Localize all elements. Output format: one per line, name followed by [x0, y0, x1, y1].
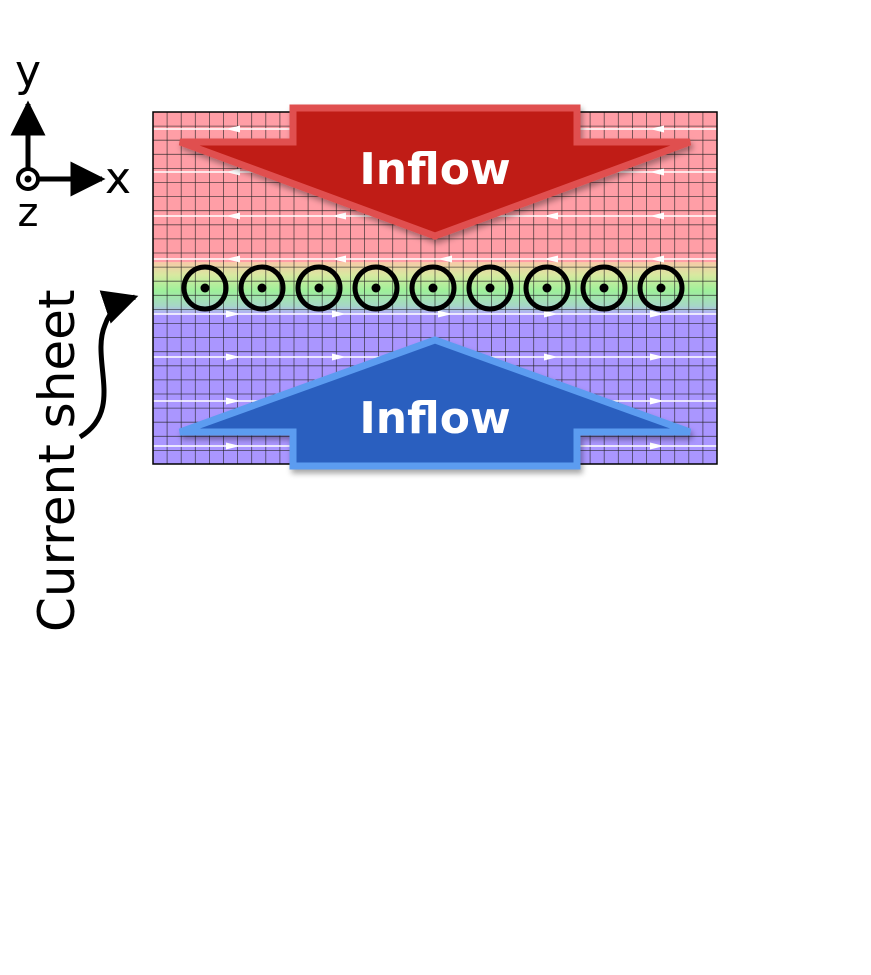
field-direction-arrowhead — [226, 353, 240, 361]
current-marker-ring — [466, 264, 514, 312]
current-out-of-page-marker — [637, 264, 685, 312]
current-out-of-page-marker — [295, 264, 343, 312]
field-direction-arrowhead — [544, 353, 558, 361]
field-direction-arrowhead — [544, 255, 558, 263]
current-out-of-page-marker — [466, 264, 514, 312]
current-marker-dot — [485, 283, 495, 293]
field-direction-arrowhead — [332, 212, 346, 220]
field-direction-arrowhead — [650, 442, 664, 450]
field-direction-arrowhead — [544, 212, 558, 220]
inflow-arrow-bottom: Inflow — [178, 336, 692, 470]
current-out-of-page-marker — [523, 264, 571, 312]
field-direction-arrowhead — [332, 255, 346, 263]
field-direction-arrowhead — [650, 397, 664, 405]
inflow-arrow-top: Inflow — [178, 104, 692, 240]
field-direction-arrowhead — [226, 212, 240, 220]
field-direction-arrowhead — [226, 442, 240, 450]
inflow-arrow-top-shape — [178, 104, 692, 240]
field-direction-arrowhead — [544, 310, 558, 318]
field-direction-arrowhead — [650, 255, 664, 263]
current-marker-ring — [352, 264, 400, 312]
current-marker-dot — [656, 283, 666, 293]
field-direction-arrowhead — [438, 310, 452, 318]
field-direction-arrowhead — [226, 397, 240, 405]
current-marker-dot — [599, 283, 609, 293]
current-marker-ring — [523, 264, 571, 312]
current-marker-ring — [181, 264, 229, 312]
inflow-bottom-label: Inflow — [359, 393, 510, 444]
field-direction-arrowhead — [226, 125, 240, 133]
current-marker-ring — [409, 264, 457, 312]
current-out-of-page-marker — [181, 264, 229, 312]
field-direction-arrowhead — [226, 168, 240, 176]
current-marker-dot — [257, 283, 267, 293]
field-direction-arrowhead — [650, 353, 664, 361]
current-marker-dot — [542, 283, 552, 293]
field-direction-arrowhead — [226, 310, 240, 318]
current-markers — [181, 264, 685, 312]
current-marker-ring — [295, 264, 343, 312]
current-marker-ring — [580, 264, 628, 312]
field-direction-arrowhead — [332, 310, 346, 318]
current-marker-ring — [238, 264, 286, 312]
x-axis-label: x — [105, 153, 131, 204]
y-axis-label: y — [15, 46, 41, 97]
current-out-of-page-marker — [352, 264, 400, 312]
field-direction-arrowhead — [650, 168, 664, 176]
current-marker-dot — [200, 283, 210, 293]
field-direction-arrowhead — [650, 212, 664, 220]
field-direction-arrowhead — [650, 310, 664, 318]
current-out-of-page-marker — [580, 264, 628, 312]
coordinate-axes: y x z — [10, 46, 131, 236]
z-axis-label: z — [18, 190, 39, 236]
field-direction-arrowhead — [650, 125, 664, 133]
current-marker-dot — [371, 283, 381, 293]
current-sheet-label: Current sheet — [28, 289, 86, 632]
current-marker-dot — [428, 283, 438, 293]
current-out-of-page-marker — [409, 264, 457, 312]
current-marker-dot — [314, 283, 324, 293]
current-sheet-pointer-arrow — [78, 290, 139, 440]
inflow-arrow-bottom-shape — [178, 336, 692, 470]
current-marker-ring — [637, 264, 685, 312]
current-out-of-page-marker — [238, 264, 286, 312]
z-axis-dot — [24, 175, 32, 183]
field-direction-arrowhead — [226, 255, 240, 263]
field-direction-arrowhead — [438, 255, 452, 263]
field-direction-arrowhead — [332, 353, 346, 361]
inflow-top-label: Inflow — [359, 144, 510, 195]
